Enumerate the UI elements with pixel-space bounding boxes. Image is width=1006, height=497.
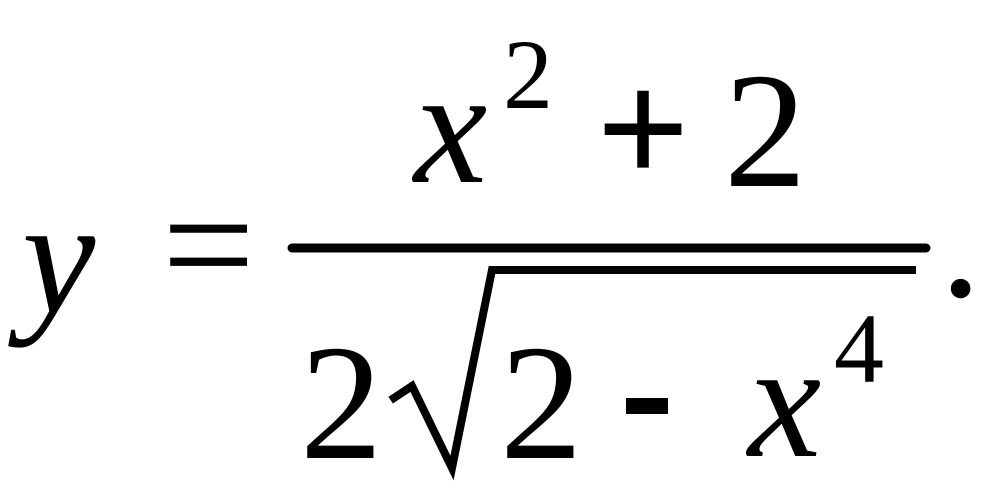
numerator-constant: 2 <box>724 39 807 222</box>
radicand-constant: 2 <box>500 311 583 494</box>
denominator-exponent: 4 <box>834 293 884 404</box>
numerator-variable-x: x <box>411 35 487 218</box>
terminal-period: . <box>940 149 981 332</box>
numerator-plus-sign: + <box>596 37 690 220</box>
denominator-minus-sign <box>626 398 668 414</box>
numerator-exponent: 2 <box>503 19 553 130</box>
lhs-variable-y: y <box>8 165 96 348</box>
square-root-icon <box>388 266 916 481</box>
denominator-coefficient: 2 <box>300 311 383 494</box>
denominator-variable-x: x <box>745 309 821 492</box>
equals-sign: = <box>162 153 255 336</box>
denominator-minus-text: - <box>626 419 627 421</box>
